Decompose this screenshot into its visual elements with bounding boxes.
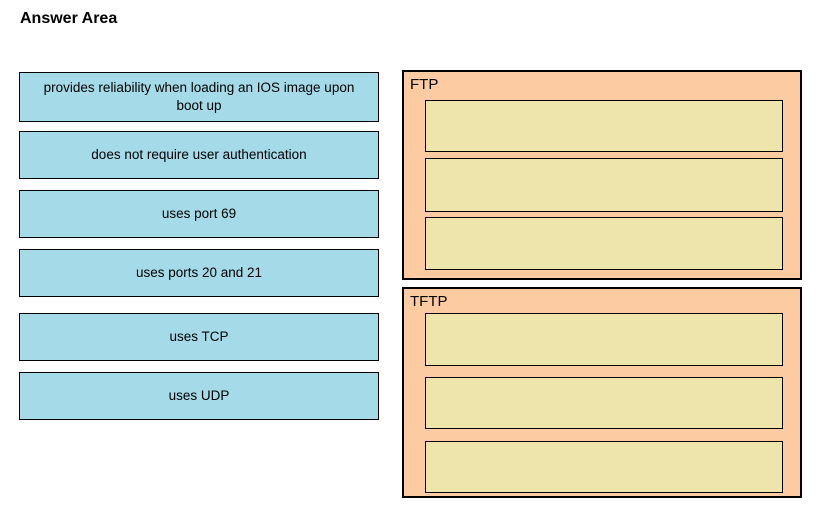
- tftp-drop-slot-3[interactable]: [425, 441, 783, 493]
- drag-option-label: uses UDP: [168, 388, 230, 404]
- drag-option-label: does not require user authentication: [91, 147, 307, 163]
- ftp-drop-slot-3[interactable]: [425, 217, 783, 270]
- tftp-drop-slot-2[interactable]: [425, 377, 783, 429]
- drag-option-no-user-authentication[interactable]: does not require user authentication: [19, 131, 379, 179]
- drag-option-uses-tcp[interactable]: uses TCP: [19, 313, 379, 361]
- drag-option-label: uses TCP: [169, 329, 229, 345]
- page-title: Answer Area: [20, 10, 118, 27]
- drag-option-label: provides reliability when loading an IOS…: [43, 80, 355, 113]
- drag-option-ios-boot-reliability[interactable]: provides reliability when loading an IOS…: [19, 72, 379, 122]
- drag-option-label: uses ports 20 and 21: [135, 265, 263, 281]
- drag-option-ports-20-21[interactable]: uses ports 20 and 21: [19, 249, 379, 297]
- drag-option-port-69[interactable]: uses port 69: [19, 190, 379, 238]
- category-tftp: TFTP: [402, 287, 802, 498]
- drag-option-label: uses port 69: [161, 206, 237, 222]
- ftp-drop-slot-1[interactable]: [425, 100, 783, 152]
- ftp-drop-slot-2[interactable]: [425, 158, 783, 212]
- category-ftp: FTP: [402, 70, 802, 280]
- category-ftp-label: FTP: [410, 76, 439, 93]
- category-tftp-label: TFTP: [410, 293, 448, 310]
- tftp-drop-slot-1[interactable]: [425, 313, 783, 366]
- drag-option-uses-udp[interactable]: uses UDP: [19, 372, 379, 420]
